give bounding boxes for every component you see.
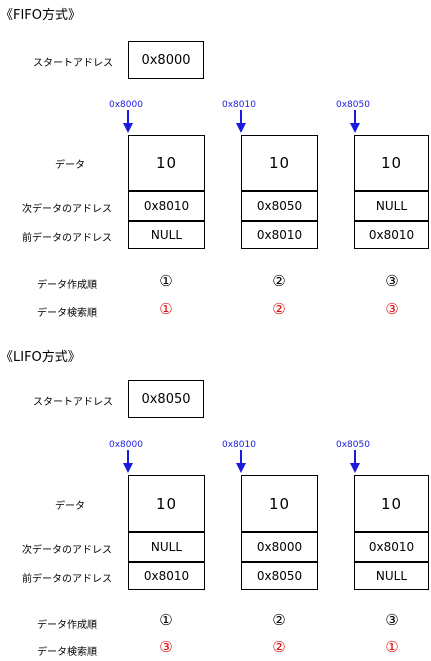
lifo-node-next-cell: NULL xyxy=(128,532,205,562)
lifo-node-search-order: ② xyxy=(272,638,286,656)
fifo-node-next-cell: 0x8010 xyxy=(128,191,205,221)
lifo-node-data-cell: 10 xyxy=(128,475,205,532)
fifo-node-next-value: 0x8010 xyxy=(143,199,190,213)
lifo-node-next-value: 0x8000 xyxy=(256,540,303,554)
fifo-node-search-order: ③ xyxy=(385,300,399,318)
lifo-node-pointer-arrow xyxy=(350,450,360,473)
fifo-label-next-address: 次データのアドレス xyxy=(22,204,112,215)
fifo-node-data-cell: 10 xyxy=(354,135,429,191)
lifo-label-next-address: 次データのアドレス xyxy=(22,545,112,556)
fifo-node-created-order: ① xyxy=(159,272,173,290)
lifo-node-data-value: 10 xyxy=(155,494,178,513)
lifo-label-created-order: データ作成順 xyxy=(37,620,97,631)
fifo-node-next-cell: 0x8050 xyxy=(241,191,318,221)
fifo-node-address: 0x8050 xyxy=(336,100,370,110)
lifo-node-data-cell: 10 xyxy=(354,475,429,532)
fifo-label-created-order: データ作成順 xyxy=(37,280,97,291)
fifo-node-next-cell: NULL xyxy=(354,191,429,221)
lifo-node-prev-value: 0x8010 xyxy=(143,569,190,583)
lifo-node-prev-cell: NULL xyxy=(354,562,429,590)
fifo-node-data-cell: 10 xyxy=(128,135,205,191)
fifo-node-prev-cell: 0x8010 xyxy=(354,221,429,249)
fifo-node-next-value: NULL xyxy=(375,199,408,213)
lifo-node-prev-value: NULL xyxy=(375,569,408,583)
lifo-node-next-cell: 0x8010 xyxy=(354,532,429,562)
fifo-label-search-order: データ検索順 xyxy=(37,308,97,319)
fifo-node-data-value: 10 xyxy=(155,154,178,172)
lifo-node-data-value: 10 xyxy=(268,494,291,513)
fifo-node-prev-value: NULL xyxy=(150,228,183,242)
lifo-node-search-order: ① xyxy=(385,638,399,656)
fifo-node-created-order: ③ xyxy=(385,272,399,290)
fifo-label-data: データ xyxy=(55,160,85,171)
lifo-node-data-value: 10 xyxy=(380,494,403,513)
fifo-node-pointer-arrow xyxy=(350,110,360,133)
lifo-node-next-value: 0x8010 xyxy=(368,540,415,554)
fifo-title: 《FIFO方式》 xyxy=(0,8,82,23)
fifo-start-address-label: スタートアドレス xyxy=(33,58,113,69)
fifo-node-address: 0x8000 xyxy=(109,100,143,110)
fifo-node-search-order: ② xyxy=(272,300,286,318)
fifo-label-prev-address: 前データのアドレス xyxy=(22,233,112,244)
fifo-node-address: 0x8010 xyxy=(222,100,256,110)
lifo-title: 《LIFO方式》 xyxy=(0,350,81,365)
lifo-node-data-cell: 10 xyxy=(241,475,318,532)
lifo-node-address: 0x8010 xyxy=(222,440,256,450)
lifo-node-prev-cell: 0x8010 xyxy=(128,562,205,590)
fifo-node-prev-cell: NULL xyxy=(128,221,205,249)
lifo-node-prev-value: 0x8050 xyxy=(256,569,303,583)
fifo-node-data-value: 10 xyxy=(380,154,403,172)
fifo-node-prev-value: 0x8010 xyxy=(368,228,415,242)
fifo-node-search-order: ① xyxy=(159,300,173,318)
fifo-node-pointer-arrow xyxy=(123,110,133,133)
lifo-node-next-cell: 0x8000 xyxy=(241,532,318,562)
lifo-node-pointer-arrow xyxy=(236,450,246,473)
lifo-label-prev-address: 前データのアドレス xyxy=(22,574,112,585)
fifo-start-address-value: 0x8000 xyxy=(141,52,191,68)
lifo-node-pointer-arrow xyxy=(123,450,133,473)
lifo-start-address-value: 0x8050 xyxy=(141,391,191,407)
lifo-node-created-order: ① xyxy=(159,611,173,629)
lifo-label-search-order: データ検索順 xyxy=(37,647,97,658)
fifo-node-next-value: 0x8050 xyxy=(256,199,303,213)
lifo-node-search-order: ③ xyxy=(159,638,173,656)
lifo-node-address: 0x8000 xyxy=(109,440,143,450)
fifo-node-data-value: 10 xyxy=(268,154,291,172)
lifo-node-created-order: ② xyxy=(272,611,286,629)
fifo-node-prev-cell: 0x8010 xyxy=(241,221,318,249)
fifo-node-prev-value: 0x8010 xyxy=(256,228,303,242)
lifo-node-created-order: ③ xyxy=(385,611,399,629)
fifo-node-created-order: ② xyxy=(272,272,286,290)
lifo-node-next-value: NULL xyxy=(150,540,183,554)
lifo-node-address: 0x8050 xyxy=(336,440,370,450)
lifo-node-prev-cell: 0x8050 xyxy=(241,562,318,590)
lifo-start-address-box: 0x8050 xyxy=(128,380,204,418)
fifo-node-data-cell: 10 xyxy=(241,135,318,191)
lifo-start-address-label: スタートアドレス xyxy=(33,397,113,408)
lifo-label-data: データ xyxy=(55,501,85,512)
fifo-start-address-box: 0x8000 xyxy=(128,41,204,79)
fifo-node-pointer-arrow xyxy=(236,110,246,133)
